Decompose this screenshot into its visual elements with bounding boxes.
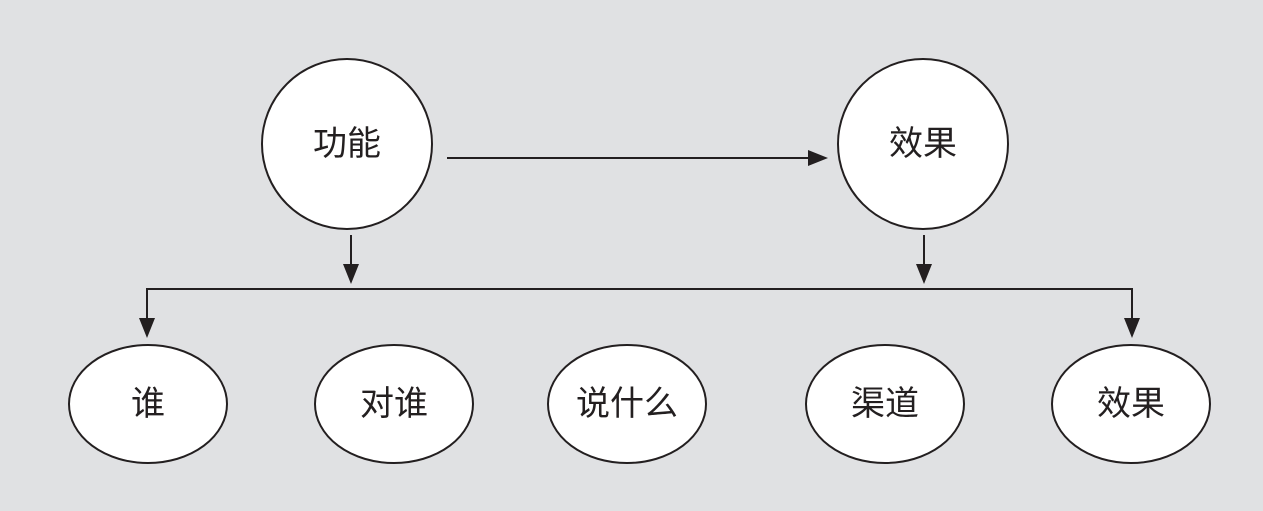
function-label: 功能 (313, 124, 381, 164)
effect-bottom-label: 效果 (1097, 384, 1165, 424)
arrowhead-function-down (343, 264, 359, 284)
says-what-label: 说什么 (576, 384, 678, 424)
channel-ellipse (805, 344, 965, 464)
effect-label: 效果 (889, 124, 957, 164)
says-what-ellipse (547, 344, 707, 464)
to-whom-label: 对谁 (360, 384, 428, 424)
top-node-function: 功能 (261, 58, 433, 230)
effect-bottom-ellipse (1051, 344, 1211, 464)
bottom-node-to-whom: 对谁 (314, 344, 474, 464)
channel-label: 渠道 (851, 384, 919, 424)
function-circle (261, 58, 433, 230)
effect-circle (837, 58, 1009, 230)
who-label: 谁 (131, 384, 165, 424)
arrowhead-effect-down (916, 264, 932, 284)
arrowhead-to-effect-bottom (1124, 318, 1140, 338)
connectors (139, 150, 1140, 338)
bottom-node-channel: 渠道 (805, 344, 965, 464)
bottom-node-effect: 效果 (1051, 344, 1211, 464)
who-ellipse (68, 344, 228, 464)
top-node-effect: 效果 (837, 58, 1009, 230)
bottom-node-who: 谁 (68, 344, 228, 464)
to-whom-ellipse (314, 344, 474, 464)
arrowhead-to-effect (808, 150, 828, 166)
bottom-node-says-what: 说什么 (547, 344, 707, 464)
arrowhead-to-who (139, 318, 155, 338)
